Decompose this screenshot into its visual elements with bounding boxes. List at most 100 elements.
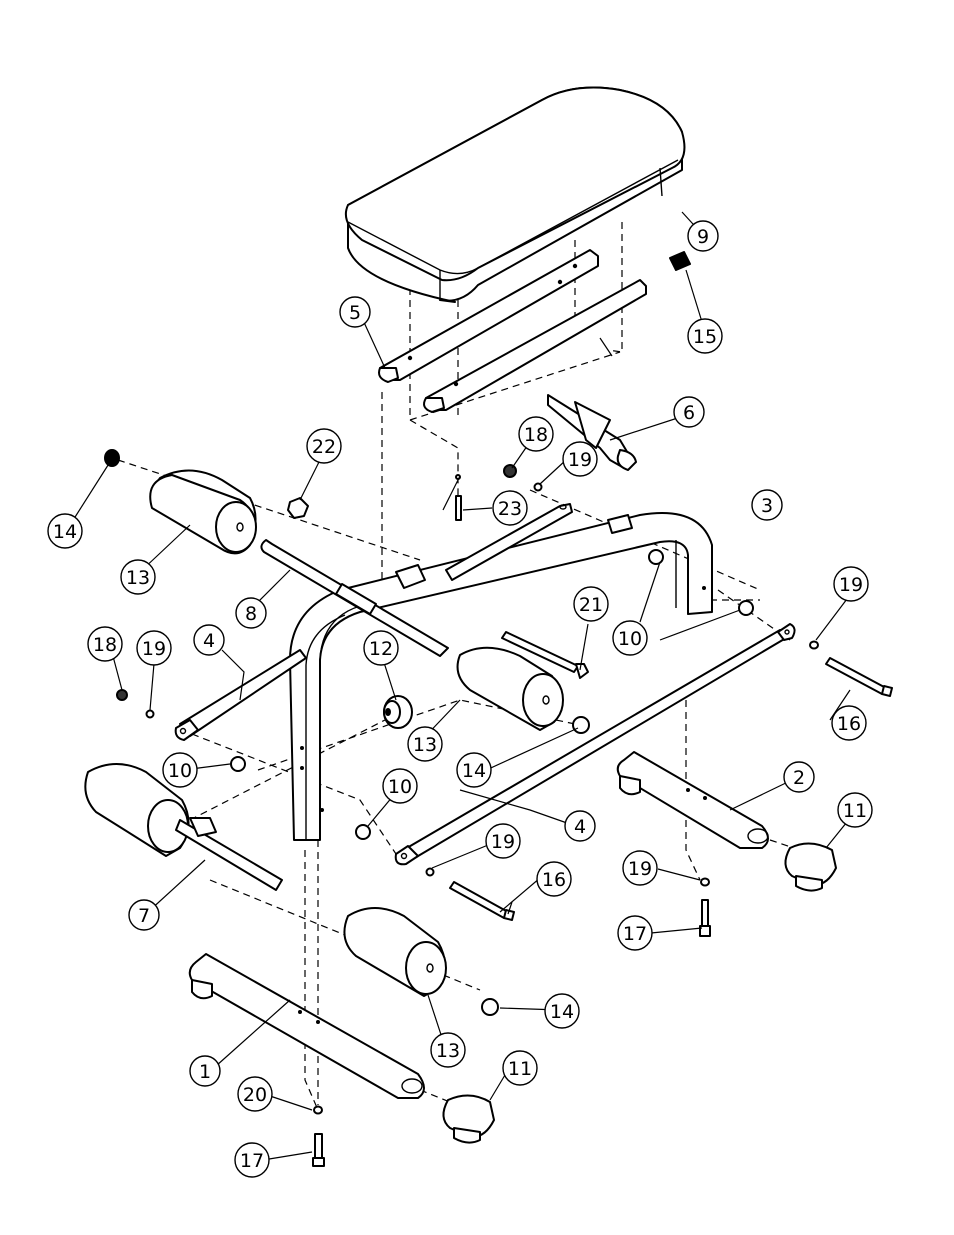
callout-circle: [237, 1076, 273, 1112]
callout-9: 9: [687, 220, 719, 252]
callout-label: 14: [550, 1001, 574, 1023]
long-bolt: [449, 657, 893, 921]
callout-1: 1: [189, 1055, 221, 1087]
callout-19: 19: [622, 850, 658, 886]
frame-1: [188, 953, 425, 1099]
callout-label: 19: [568, 449, 592, 471]
callout-label: 23: [498, 498, 522, 520]
callout-13: 13: [430, 1032, 466, 1068]
callout-label: 19: [142, 638, 166, 660]
callout-4: 4: [193, 624, 225, 656]
callout-circle: [193, 624, 225, 656]
callout-label: 20: [243, 1084, 267, 1106]
callout-14: 14: [47, 513, 83, 549]
callout-14: 14: [456, 752, 492, 788]
callout-18: 18: [518, 416, 554, 452]
callout-label: 19: [839, 574, 863, 596]
callout-label: 16: [837, 713, 861, 735]
callout-16: 16: [831, 705, 867, 741]
callout-label: 4: [203, 630, 215, 652]
callout-label: 10: [168, 760, 192, 782]
callout-circle: [87, 626, 123, 662]
callout-label: 6: [683, 402, 695, 424]
screw: [455, 495, 462, 521]
seat-bracket: [378, 249, 647, 413]
callout-12: 12: [363, 630, 399, 666]
callout-circle: [234, 1142, 270, 1178]
callout-11: 11: [502, 1050, 538, 1086]
callout-7: 7: [128, 899, 160, 931]
seat-pad: [344, 86, 686, 303]
end-cap: [442, 1094, 495, 1144]
callout-circle: [128, 899, 160, 931]
callout-15: 15: [687, 318, 723, 354]
callout-label: 19: [628, 858, 652, 880]
callout-label: 9: [697, 226, 709, 248]
callout-19: 19: [136, 630, 172, 666]
callout-17: 17: [617, 915, 653, 951]
callout-circle: [492, 490, 528, 526]
callout-circle: [837, 792, 873, 828]
callout-17: 17: [234, 1142, 270, 1178]
callout-circle: [617, 915, 653, 951]
nut: [116, 464, 517, 701]
leader-lines: [69, 211, 856, 1161]
callout-label: 18: [93, 634, 117, 656]
callout-19: 19: [562, 441, 598, 477]
callout-circle: [47, 513, 83, 549]
callout-label: 16: [542, 869, 566, 891]
callout-4: 4: [564, 810, 596, 842]
callout-label: 17: [623, 923, 647, 945]
callout-circle: [687, 318, 723, 354]
roller-cap: [104, 449, 590, 1016]
callout-circle: [485, 823, 521, 859]
callout-label: 3: [761, 495, 773, 517]
foam-roller: [84, 763, 190, 857]
callout-5: 5: [339, 296, 371, 328]
callout-label: 13: [436, 1040, 460, 1062]
callout-16: 16: [536, 861, 572, 897]
callout-label: 10: [618, 628, 642, 650]
callout-group: 1234456789101010111112131313141414151616…: [47, 220, 873, 1178]
square-cap: [669, 251, 691, 271]
callout-label: 1: [199, 1061, 211, 1083]
callout-circle: [502, 1050, 538, 1086]
callout-13: 13: [120, 559, 156, 595]
callout-circle: [518, 416, 554, 452]
callout-11: 11: [837, 792, 873, 828]
callout-circle: [622, 850, 658, 886]
callout-label: 22: [312, 436, 336, 458]
callout-circle: [339, 296, 371, 328]
callout-14: 14: [544, 993, 580, 1029]
callout-2: 2: [783, 761, 815, 793]
callout-circle: [162, 752, 198, 788]
callout-23: 23: [492, 490, 528, 526]
callout-circle: [306, 428, 342, 464]
callout-circle: [687, 220, 719, 252]
callout-label: 14: [53, 521, 77, 543]
callout-18: 18: [87, 626, 123, 662]
main-frame: [289, 512, 713, 841]
callout-label: 7: [138, 905, 150, 927]
callout-label: 2: [793, 767, 805, 789]
callout-10: 10: [382, 768, 418, 804]
callout-circle: [783, 761, 815, 793]
upper-shaft: [260, 539, 449, 657]
rear-brace-rod: [445, 503, 573, 581]
callout-8: 8: [235, 597, 267, 629]
callout-13: 13: [407, 726, 443, 762]
callout-circle: [833, 566, 869, 602]
callout-label: 13: [413, 734, 437, 756]
callout-19: 19: [485, 823, 521, 859]
callout-circle: [831, 705, 867, 741]
callout-label: 18: [524, 424, 548, 446]
callout-label: 5: [349, 302, 361, 324]
callout-circle: [189, 1055, 221, 1087]
callout-10: 10: [162, 752, 198, 788]
callout-label: 15: [693, 326, 717, 348]
callout-10: 10: [612, 620, 648, 656]
callout-22: 22: [306, 428, 342, 464]
callout-label: 4: [574, 816, 586, 838]
callout-circle: [573, 586, 609, 622]
lower-shaft: [175, 817, 283, 891]
